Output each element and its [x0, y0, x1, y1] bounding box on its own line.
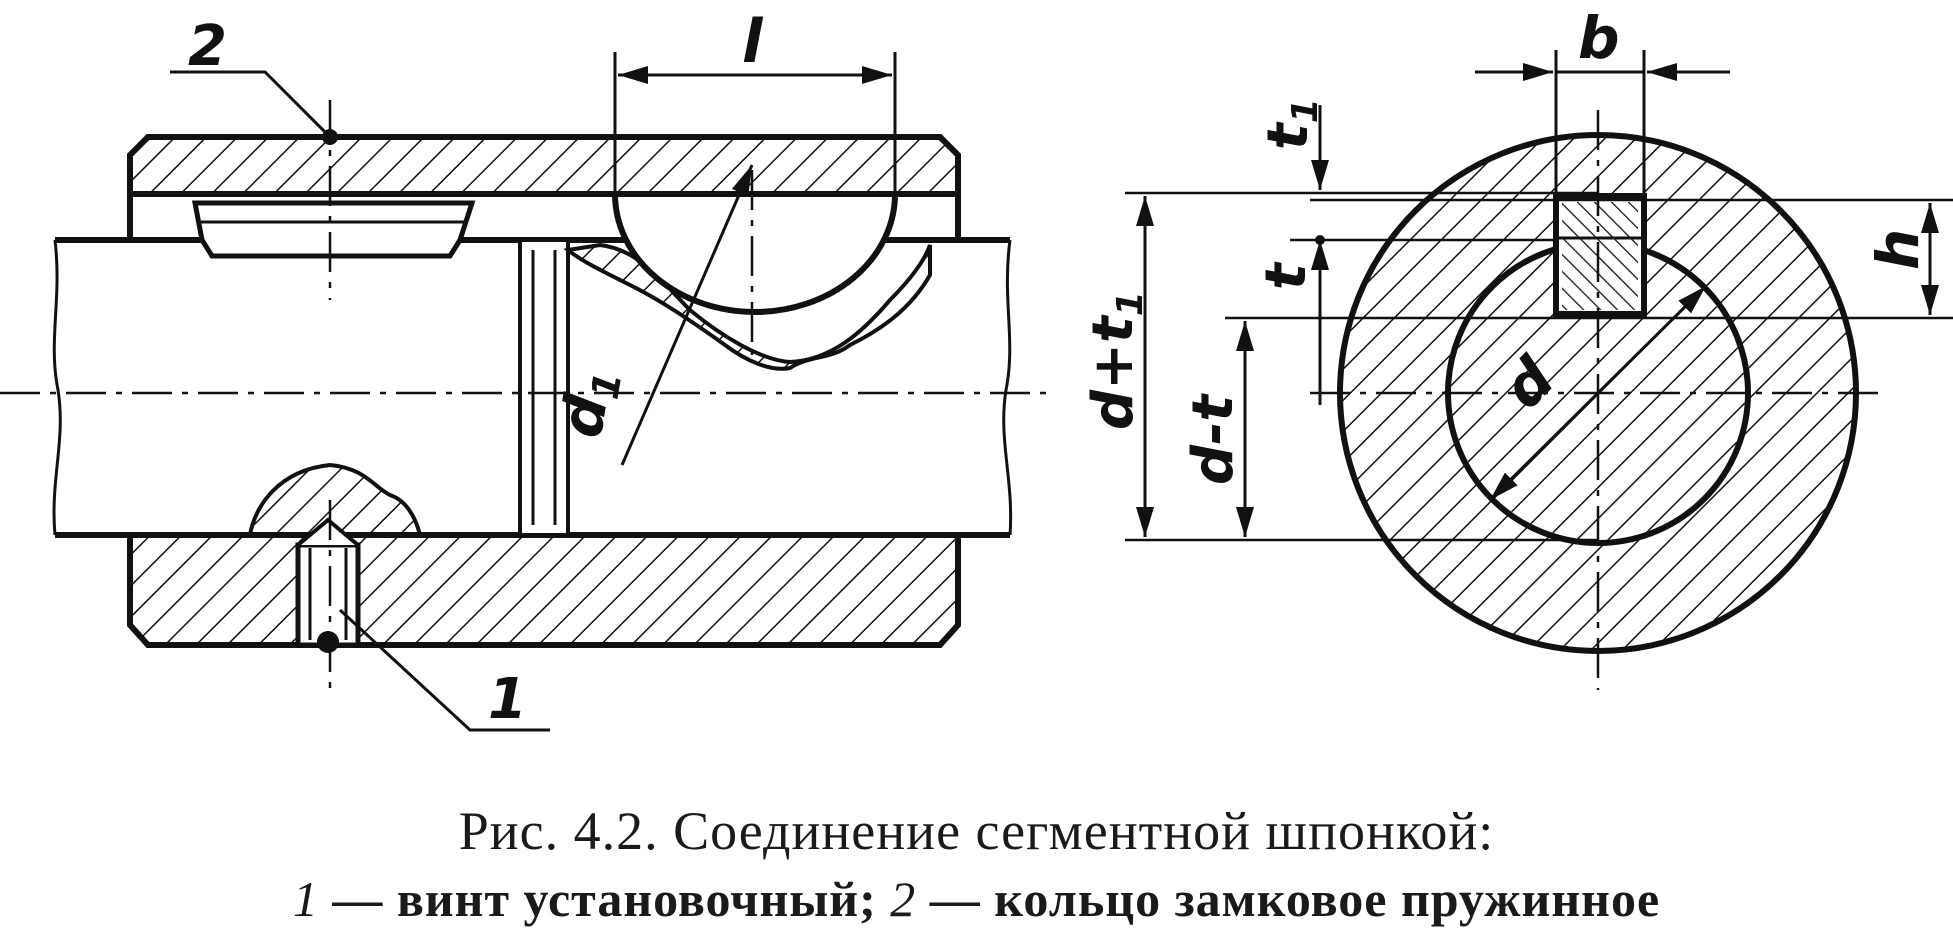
dim-l-label: l: [742, 7, 764, 77]
dim-h-label: h: [1864, 229, 1932, 270]
segment-key: [611, 191, 899, 315]
hub-bottom-wall: [127, 532, 961, 648]
legend-1-number: 1: [292, 871, 319, 927]
screw-dot: [317, 631, 339, 653]
callout-2-label: 2: [188, 14, 227, 79]
side-view: 2 1 l d1: [0, 7, 1050, 732]
lower-broken-section: [247, 462, 423, 537]
set-screw: [295, 542, 361, 648]
legend-1-text: — винт установочный;: [318, 871, 891, 927]
callout-1-label: 1: [488, 667, 527, 732]
technical-drawing: 2 1 l d1: [0, 4, 1953, 732]
figure-caption-title: Рис. 4.2. Соединение сегментной шпонкой:: [458, 801, 1495, 861]
legend-2-text: — кольцо замковое пружинное: [916, 871, 1661, 927]
dim-d-minus-t-label: d-t: [1181, 393, 1246, 485]
legend-2-number: 2: [890, 871, 917, 927]
cross-section-view: b h t1 t d+t1 d-t d: [1081, 4, 1953, 690]
snap-ring: [191, 200, 476, 259]
dim-b-label: b: [1578, 4, 1620, 72]
dim-t-label: t: [1254, 261, 1319, 290]
hub-top-wall: [127, 134, 961, 197]
dim-d-plus-t1-label: d+t1: [1081, 291, 1151, 430]
drawing-canvas: 2 1 l d1: [0, 4, 1953, 732]
dim-t1-label: t1: [1256, 98, 1326, 150]
ring-groove: [518, 238, 570, 537]
figure-caption-legend: 1 — винт установочный; 2 — кольцо замков…: [0, 870, 1953, 928]
